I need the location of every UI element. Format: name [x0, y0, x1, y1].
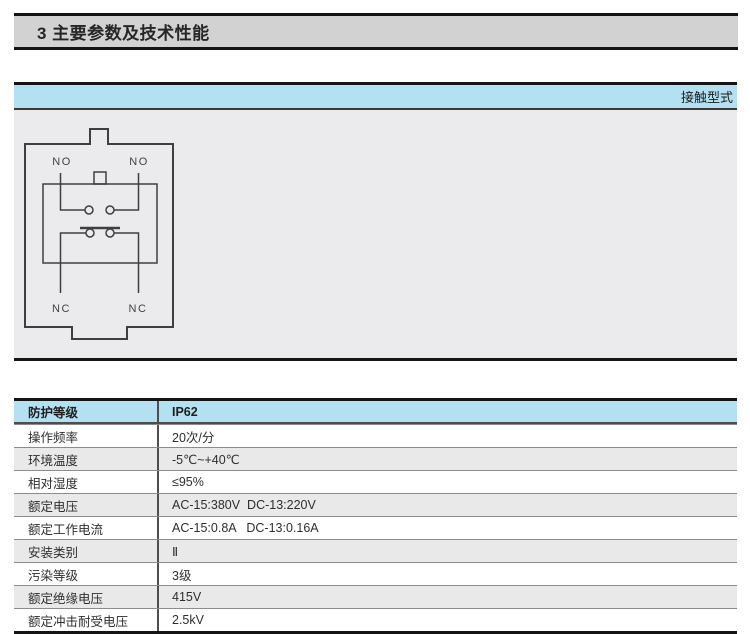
spec-param: 额定冲击耐受电压: [28, 614, 129, 629]
actuator-square-icon: [93, 171, 107, 185]
contact-type-bar: 接触型式: [14, 82, 737, 110]
no-lead-left: [59, 173, 85, 211]
spec-value: Ⅱ: [157, 540, 737, 562]
spec-header-param: 防护等级: [28, 406, 79, 420]
section-header: 3 主要参数及技术性能: [14, 13, 738, 50]
nc-contact-circle-right: [105, 228, 115, 238]
table-row: 相对湿度 ≤95%: [14, 470, 737, 493]
spec-table-header-row: 防护等级 IP62: [14, 401, 737, 424]
spec-param: 相对湿度: [28, 476, 79, 491]
nc-terminal-label-left: NC: [52, 303, 71, 315]
no-contact-circle-right: [105, 205, 115, 215]
table-row: 额定电压 AC-15:380V DC-13:220V: [14, 493, 737, 516]
spec-value: AC-15:380V DC-13:220V: [157, 494, 737, 516]
section-title: 3 主要参数及技术性能: [37, 24, 210, 43]
spec-value: 20次/分: [157, 425, 737, 447]
no-terminal-label-left: NO: [52, 156, 72, 168]
table-row: 操作频率 20次/分: [14, 424, 737, 447]
nc-contact-circle-left: [85, 228, 95, 238]
table-row: 污染等级 3级: [14, 562, 737, 585]
device-outline: [24, 128, 174, 340]
spec-param: 安装类别: [28, 545, 79, 560]
no-terminal-label-right: NO: [129, 156, 149, 168]
nc-lead-left: [59, 232, 86, 293]
spec-value: 3级: [157, 563, 737, 585]
spec-value: 2.5kV: [157, 609, 737, 631]
spec-header-value: IP62: [157, 401, 737, 422]
nc-terminal-label-right: NC: [129, 303, 148, 315]
no-lead-right: [114, 173, 140, 211]
table-row: 额定冲击耐受电压 2.5kV: [14, 608, 737, 631]
table-row: 额定绝缘电压 415V: [14, 585, 737, 608]
contact-diagram-panel: NO NO NC NC: [14, 110, 737, 361]
contact-type-label: 接触型式: [680, 90, 733, 105]
table-row: 额定工作电流 AC-15:0.8A DC-13:0.16A: [14, 516, 737, 539]
spec-value: AC-15:0.8A DC-13:0.16A: [157, 517, 737, 539]
spec-param: 污染等级: [28, 568, 79, 583]
table-row: 环境温度 -5℃~+40℃: [14, 447, 737, 470]
spec-param: 操作频率: [28, 430, 79, 445]
spec-table: 防护等级 IP62 操作频率 20次/分 环境温度 -5℃~+40℃ 相对湿度 …: [14, 398, 737, 634]
spec-param: 额定工作电流: [28, 522, 104, 537]
spec-param: 环境温度: [28, 453, 79, 468]
no-contact-circle-left: [84, 205, 94, 215]
nc-lead-right: [114, 232, 140, 293]
spec-value: ≤95%: [157, 471, 737, 493]
contact-diagram: NO NO NC NC: [24, 128, 174, 340]
spec-value: 415V: [157, 586, 737, 608]
table-row: 安装类别 Ⅱ: [14, 539, 737, 562]
spec-value: -5℃~+40℃: [157, 448, 737, 470]
spec-param: 额定绝缘电压: [28, 591, 104, 606]
spec-param: 额定电压: [28, 499, 79, 514]
